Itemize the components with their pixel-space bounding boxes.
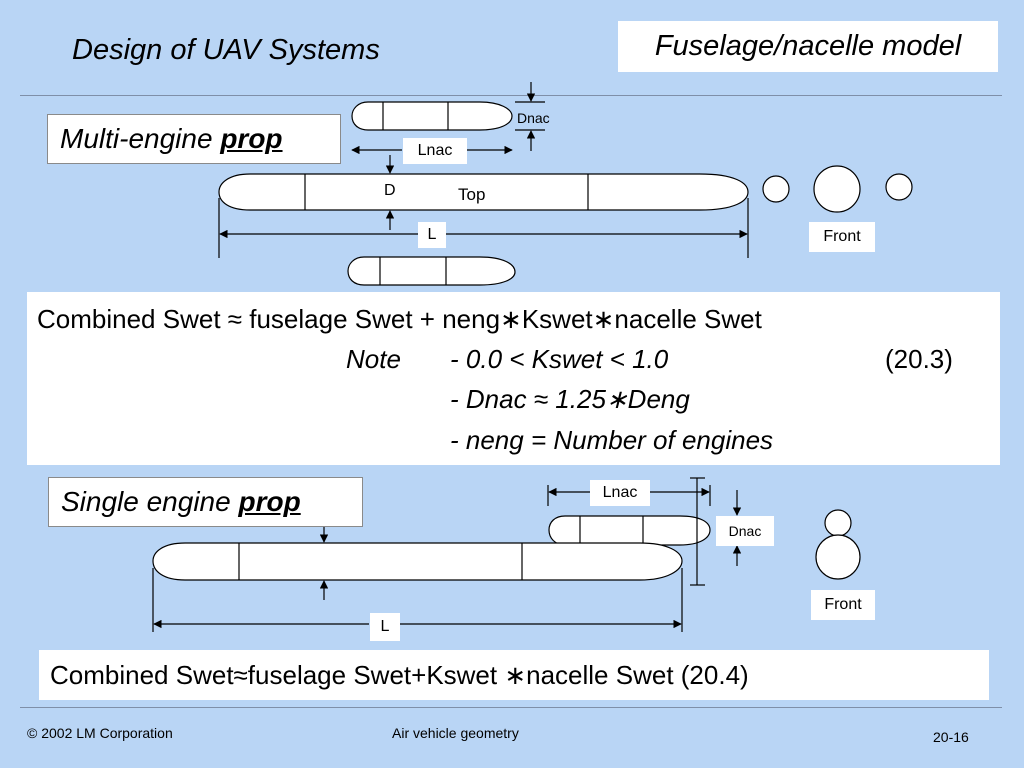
front-nacelle-left — [762, 175, 790, 203]
multi-engine-label: Multi-engine prop — [47, 114, 341, 164]
multi-lnac-label: Lnac — [403, 138, 467, 164]
single-lnac-label: Lnac — [590, 480, 650, 506]
multi-engine-label-bold: prop — [220, 123, 283, 154]
multi-formula-line: Combined Swet ≈ fuselage Swet + neng∗Ksw… — [37, 304, 762, 334]
single-engine-label: Single engine prop — [48, 477, 363, 527]
equation-number-20-3: (20.3) — [885, 344, 953, 374]
slide-title: Design of UAV Systems — [72, 34, 380, 66]
single-dnac-label: Dnac — [716, 516, 774, 546]
front-nacelle-right — [885, 173, 913, 201]
single-front-label: Front — [811, 590, 875, 620]
single-front-nacelle — [824, 509, 852, 537]
lower-nacelle-shape — [347, 256, 516, 286]
footer-section-title: Air vehicle geometry — [392, 725, 519, 741]
multi-d-label: D — [384, 182, 396, 199]
front-fuselage — [813, 165, 861, 213]
single-engine-label-text: Single engine — [61, 486, 239, 517]
upper-nacelle-shape — [351, 101, 513, 131]
single-l-label: L — [370, 613, 400, 641]
single-front-fuselage — [815, 534, 861, 580]
footer-divider — [20, 707, 1002, 708]
header-divider — [20, 95, 1002, 96]
multi-dnac-label: Dnac — [517, 110, 550, 126]
multi-fuselage-shape — [218, 173, 749, 211]
copyright-text: © 2002 LM Corporation — [27, 725, 173, 741]
single-fuselage-shape — [152, 542, 683, 581]
single-nacelle-shape — [548, 515, 711, 546]
single-engine-label-bold: prop — [238, 486, 301, 517]
note-label: Note — [346, 344, 401, 374]
multi-front-label: Front — [809, 222, 875, 252]
multi-l-label: L — [418, 222, 446, 248]
multi-top-label: Top — [458, 185, 486, 204]
single-engine-formula-panel: Combined Swet≈fuselage Swet+Kswet ∗nacel… — [39, 650, 989, 700]
page-number: 20-16 — [933, 729, 969, 745]
multi-engine-formula-panel: Combined Swet ≈ fuselage Swet + neng∗Ksw… — [27, 292, 1000, 465]
topic-title: Fuselage/nacelle model — [618, 21, 998, 72]
note-item-dnac: - Dnac ≈ 1.25∗Deng — [450, 384, 690, 414]
note-item-neng: - neng = Number of engines — [450, 425, 774, 455]
multi-engine-label-text: Multi-engine — [60, 123, 221, 154]
single-formula-line: Combined Swet≈fuselage Swet+Kswet ∗nacel… — [50, 660, 749, 690]
note-item-kswet: - 0.0 < Kswet < 1.0 — [450, 344, 669, 374]
